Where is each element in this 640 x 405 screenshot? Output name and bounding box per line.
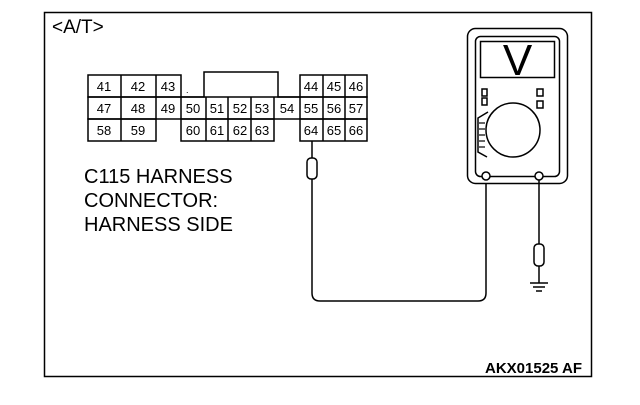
pin-63: 63 — [255, 123, 269, 138]
meter-button-left-top — [481, 88, 488, 97]
pin-57: 57 — [349, 101, 363, 116]
pin-59: 59 — [131, 123, 145, 138]
meter-range-ticks — [479, 122, 485, 148]
caption-line-1: C115 HARNESS — [84, 166, 233, 188]
meter-mode-symbol: V — [503, 36, 533, 85]
pin-42: 42 — [131, 79, 145, 94]
pin-51: 51 — [210, 101, 224, 116]
connector-dot: . — [186, 85, 189, 95]
pin-52: 52 — [233, 101, 247, 116]
connector-bottom-right-block — [299, 118, 368, 142]
meter-v-jack — [534, 171, 544, 181]
pin-54: 54 — [280, 101, 294, 116]
pin-53: 53 — [255, 101, 269, 116]
pin-50: 50 — [186, 101, 200, 116]
meter-display — [479, 40, 556, 79]
ground-test-lead — [530, 180, 548, 292]
connector-latch — [181, 71, 300, 98]
connector-bottom-left-block — [87, 118, 157, 142]
connector-pin-labels: 41 42 43 44 45 46 47 48 49 50 51 52 53 5… — [97, 79, 363, 138]
pin-48: 48 — [131, 101, 145, 116]
pin-58: 58 — [97, 123, 111, 138]
pin-61: 61 — [210, 123, 224, 138]
c115-harness-connector — [87, 71, 368, 142]
pin-60: 60 — [186, 123, 200, 138]
voltmeter — [466, 27, 569, 185]
pin-49: 49 — [161, 101, 175, 116]
pin-56: 56 — [327, 101, 341, 116]
pin-44: 44 — [304, 79, 318, 94]
figure-frame — [43, 11, 593, 378]
meter-com-jack — [481, 171, 491, 181]
meter-button-right-top — [536, 88, 544, 97]
pin-55: 55 — [304, 101, 318, 116]
meter-body — [466, 27, 569, 185]
ground-icon — [530, 282, 548, 292]
section-label: <A/T> — [52, 17, 104, 38]
connector-caption: C115 HARNESS CONNECTOR: HARNESS SIDE — [84, 166, 233, 236]
positive-lead-wire — [311, 176, 487, 302]
pin-64: 64 — [304, 123, 318, 138]
pin-43: 43 — [161, 79, 175, 94]
figure-code: AKX01525 AF — [485, 360, 582, 377]
pin-47: 47 — [97, 101, 111, 116]
probe-handle-ground — [533, 243, 545, 267]
caption-line-2: CONNECTOR: — [84, 190, 218, 212]
positive-test-lead — [306, 141, 487, 302]
pin-66: 66 — [349, 123, 363, 138]
probe-handle-positive — [306, 157, 318, 180]
pin-65: 65 — [327, 123, 341, 138]
meter-button-right-bottom — [536, 100, 544, 109]
pin-41: 41 — [97, 79, 111, 94]
meter-button-left-bottom — [481, 97, 488, 106]
pin-62: 62 — [233, 123, 247, 138]
meter-range-arc — [477, 111, 489, 158]
meter-selector-dial — [485, 102, 541, 158]
meter-bezel — [474, 35, 561, 178]
pin-45: 45 — [327, 79, 341, 94]
caption-line-3: HARNESS SIDE — [84, 214, 233, 236]
pin-46: 46 — [349, 79, 363, 94]
